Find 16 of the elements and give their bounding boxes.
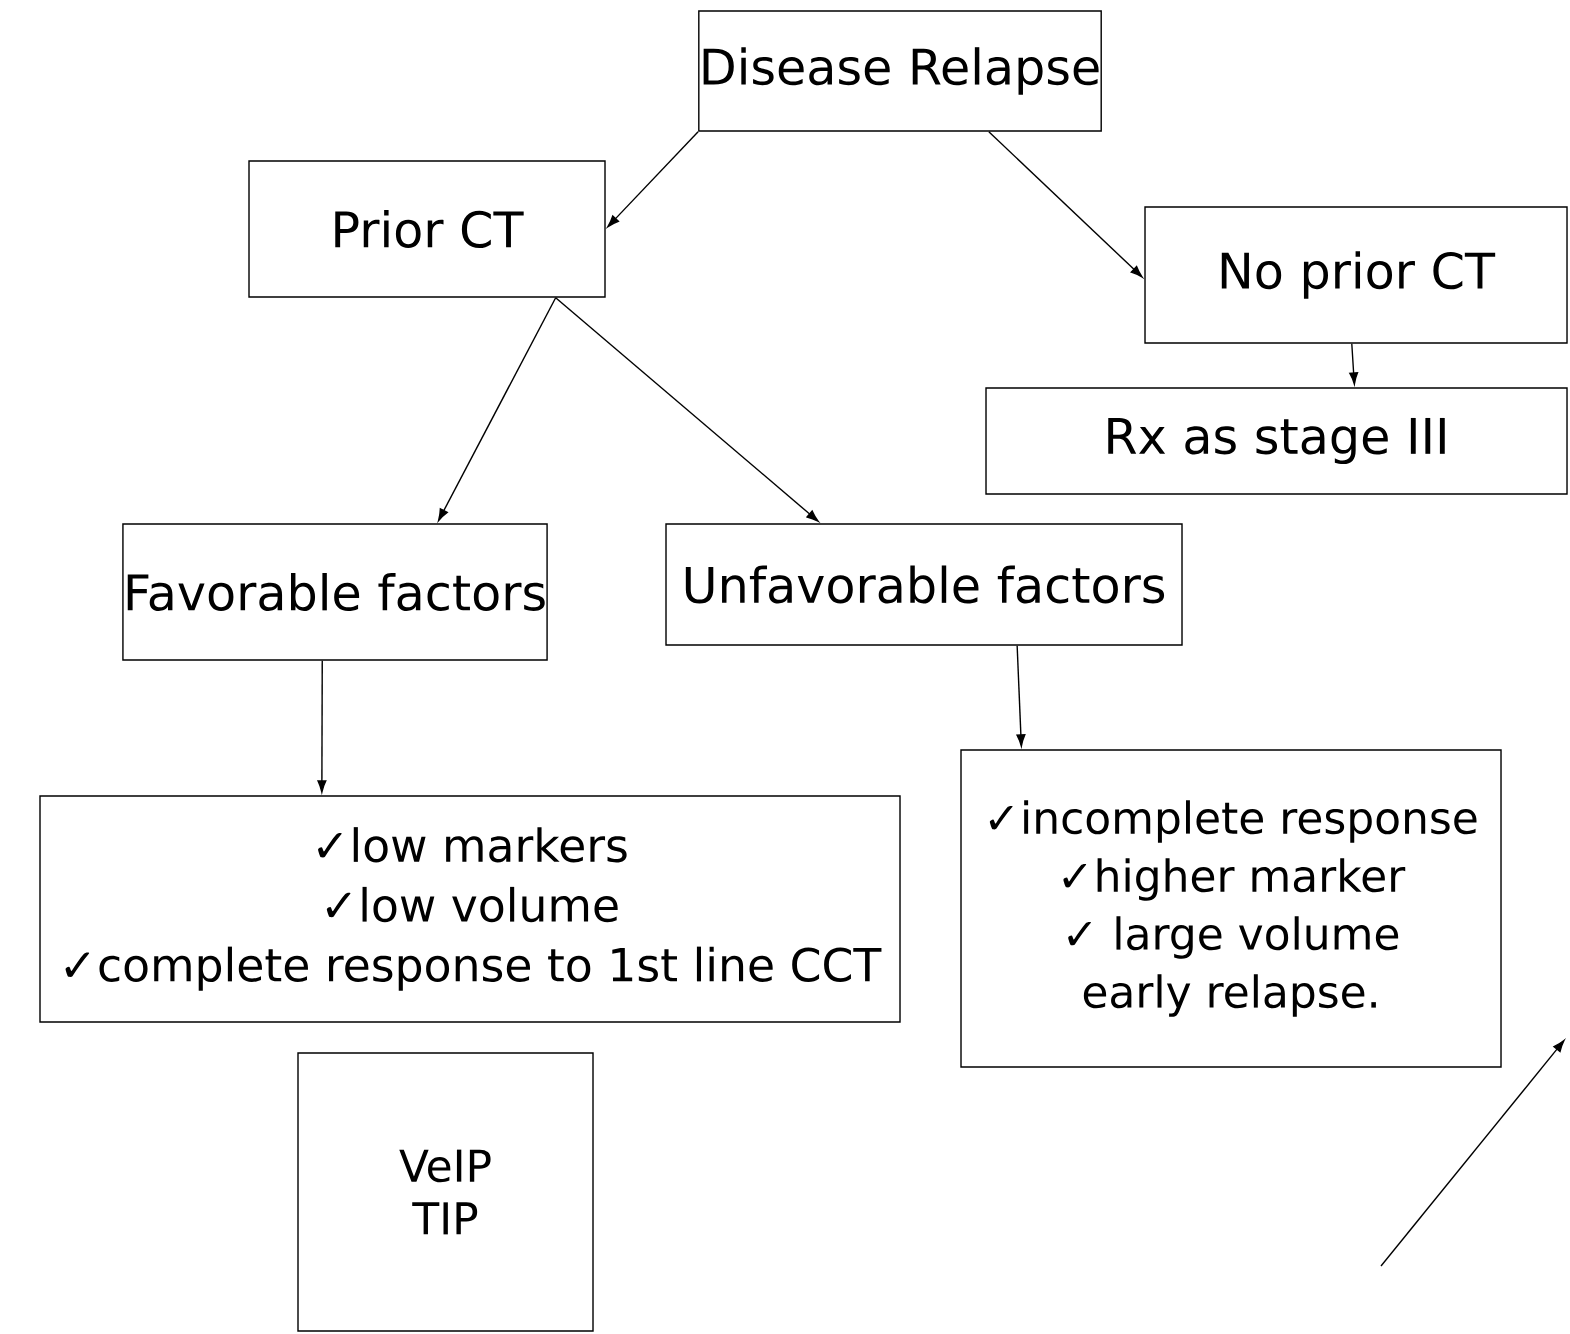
text-box: ✓low markers ✓low volume ✓complete response to 1st line CCT [39,795,901,1023]
arrow [1349,343,1359,385]
text-box: Favorable factors [122,523,548,661]
arrow [988,131,1143,278]
arrow [437,297,557,522]
text-box: Prior CT [248,160,606,298]
arrow [554,297,819,522]
text-box: Disease Relapse [698,10,1102,132]
text-box: ✓incomplete response ✓higher marker ✓ large volume early relapse. [960,749,1502,1068]
arrow [317,660,327,793]
arrow [607,131,699,228]
text-box: VeIP TIP [297,1052,594,1332]
arrow [1016,645,1026,747]
text-box: No prior CT [1144,206,1568,344]
text-box: Unfavorable factors [665,523,1183,646]
text-box: Rx as stage III [985,387,1568,495]
